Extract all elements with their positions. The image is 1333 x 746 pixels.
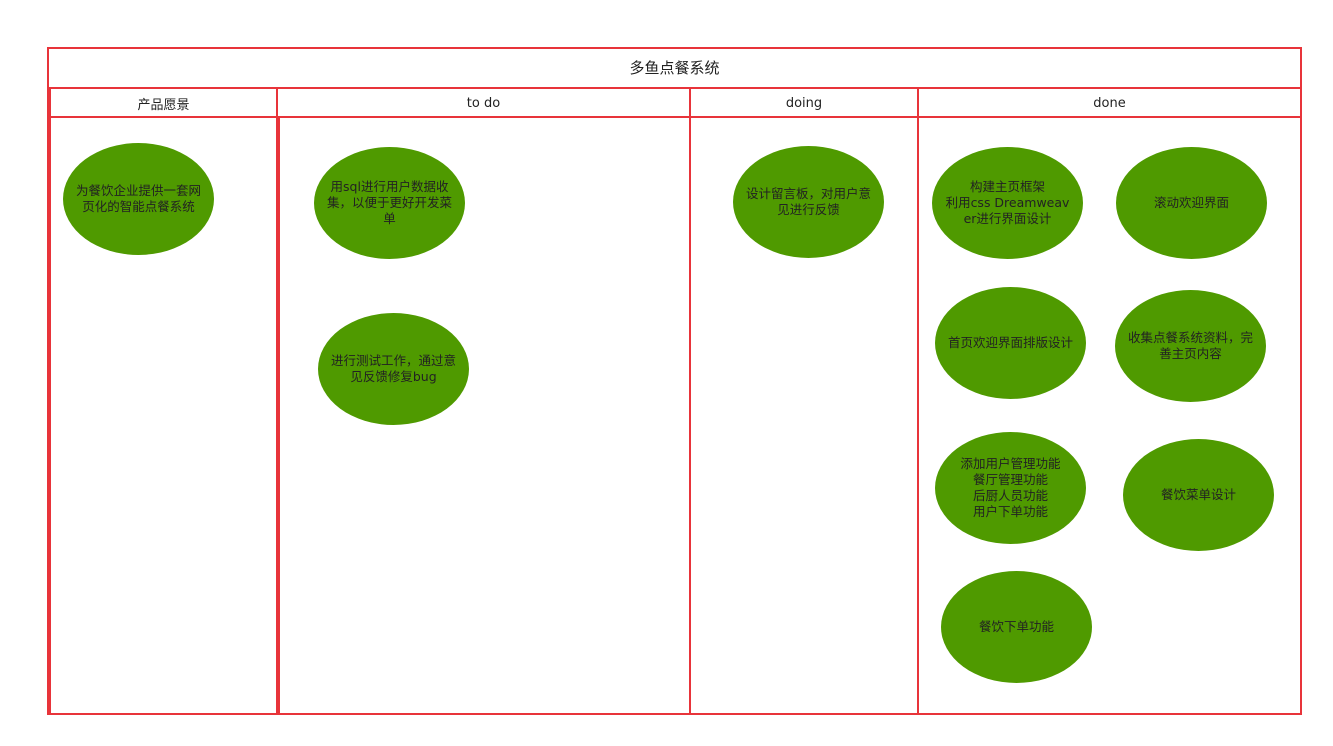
- card-done-7[interactable]: 餐饮下单功能: [941, 571, 1092, 683]
- column-divider-doing-done: [917, 89, 919, 715]
- card-done-1[interactable]: 构建主页框架 利用css Dreamweaver进行界面设计: [932, 147, 1083, 259]
- card-done-4[interactable]: 收集点餐系统资料，完善主页内容: [1115, 290, 1266, 402]
- card-done-3[interactable]: 首页欢迎界面排版设计: [935, 287, 1086, 399]
- column-header-todo: to do: [466, 95, 501, 111]
- card-todo-2[interactable]: 进行测试工作，通过意见反馈修复bug: [318, 313, 469, 425]
- card-vision-1[interactable]: 为餐饮企业提供一套网页化的智能点餐系统: [63, 143, 214, 255]
- card-done-5[interactable]: 添加用户管理功能 餐厅管理功能 后厨人员功能 用户下单功能: [935, 432, 1086, 544]
- card-doing-1[interactable]: 设计留言板，对用户意见进行反馈: [733, 146, 884, 258]
- card-done-2[interactable]: 滚动欢迎界面: [1116, 147, 1267, 259]
- column-divider-todo-doing: [689, 89, 691, 715]
- header-divider: [47, 116, 1302, 118]
- column-divider-vision-todo: [276, 89, 278, 715]
- card-todo-1[interactable]: 用sql进行用户数据收集，以便于更好开发菜单: [314, 147, 465, 259]
- column-header-doing: doing: [785, 95, 823, 111]
- card-done-6[interactable]: 餐饮菜单设计: [1123, 439, 1274, 551]
- board-title: 多鱼点餐系统: [47, 47, 1302, 89]
- column-header-vision: 产品愿景: [137, 97, 190, 113]
- kanban-board: [47, 47, 1302, 715]
- column-header-done: done: [1093, 95, 1126, 111]
- left-inner-border: [49, 89, 51, 715]
- column-divider-vision-todo-inner: [278, 116, 280, 715]
